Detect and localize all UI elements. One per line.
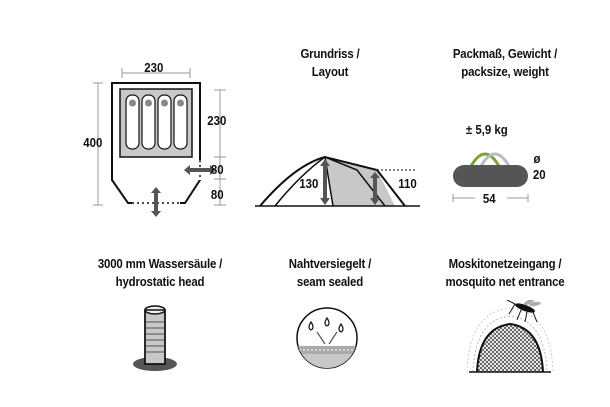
floorplan-vestibule-b-label: 80 (210, 187, 224, 202)
layout-caption: Grundriss / Layout (260, 45, 401, 81)
water-column-icon (130, 302, 180, 374)
tent-side-diagram: 130 110 (255, 150, 420, 210)
floorplan-vestibule-a-label: 80 (210, 162, 224, 177)
seam-caption-line1: Nahtversiegelt / (288, 256, 372, 271)
pack-diameter-symbol: ø (533, 151, 541, 166)
seam-sealed-icon (295, 306, 359, 370)
water-column-svg (133, 305, 177, 371)
pack-caption: Packmaß, Gewicht / packsize, weight (430, 45, 580, 81)
pack-weight-label: ± 5,9 kg (465, 122, 508, 137)
mosquito-caption-line2: mosquito net entrance (445, 274, 565, 289)
floorplan-inner-length-label: 230 (207, 113, 227, 128)
pack-caption-line1: Packmaß, Gewicht / (452, 46, 558, 61)
seam-sealed-svg (296, 307, 358, 369)
mosquito-net-svg (466, 298, 554, 373)
pack-bag-diagram: ø 20 54 (445, 140, 546, 210)
pack-bag-svg (452, 152, 529, 202)
mosquito-net-icon (465, 298, 555, 376)
pack-diameter-label: 20 (532, 167, 546, 182)
height-rear-label: 110 (398, 176, 417, 191)
hydro-caption-line2: hydrostatic head (115, 274, 205, 289)
floorplan-width-label: 230 (144, 60, 164, 75)
layout-caption-line2: Layout (311, 64, 349, 79)
seam-caption: Nahtversiegelt / seam sealed (260, 255, 401, 291)
seam-caption-line2: seam sealed (296, 274, 364, 289)
pack-caption-line2: packsize, weight (461, 64, 549, 79)
floorplan-diagram: 230 400 230 80 80 (80, 55, 250, 225)
floorplan-length-label: 400 (83, 135, 103, 150)
mosquito-caption-line1: Moskitonetzeingang / (448, 256, 562, 271)
mosquito-caption: Moskitonetzeingang / mosquito net entran… (430, 255, 580, 291)
hydro-caption: 3000 mm Wassersäule / hydrostatic head (76, 255, 243, 291)
floorplan-svg (93, 68, 226, 217)
pack-length-label: 54 (482, 191, 496, 206)
layout-caption-line1: Grundriss / (300, 46, 360, 61)
hydro-caption-line1: 3000 mm Wassersäule / (97, 256, 223, 271)
tent-side-svg (255, 155, 420, 207)
height-front-label: 130 (299, 176, 319, 191)
